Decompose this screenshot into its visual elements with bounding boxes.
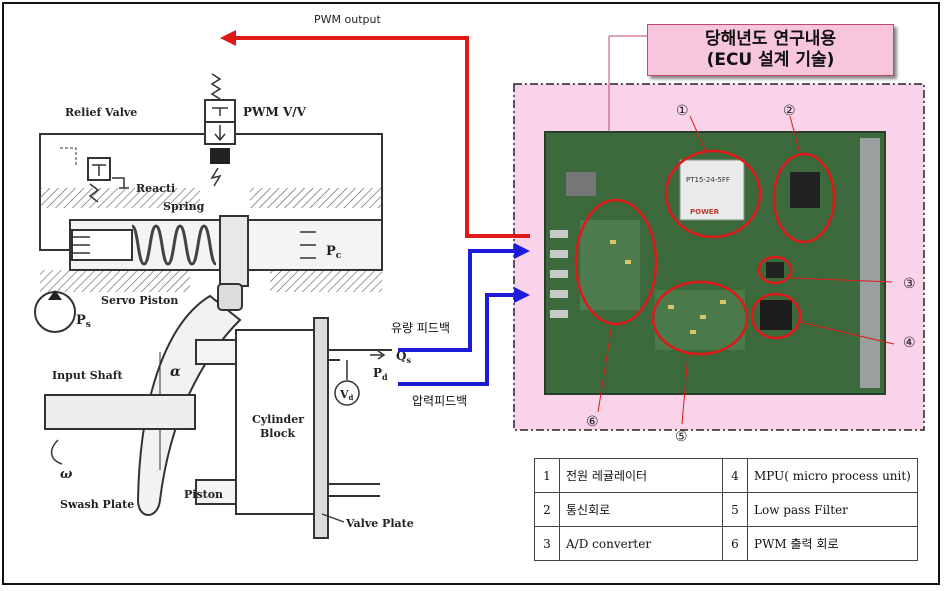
pcb-connector	[566, 172, 596, 196]
marker-leaders	[597, 115, 895, 425]
valve-plate-label: Valve Plate	[345, 517, 414, 530]
relief-valve-label: Relief Valve	[65, 106, 137, 119]
marker-label-4: ④	[903, 335, 916, 351]
legend-text: 통신회로	[559, 492, 723, 527]
flow-feedback-label: 유량 피드백	[391, 321, 450, 335]
piston-lower	[195, 479, 239, 505]
piston-upper	[195, 339, 239, 365]
research-title-line1: 당해년도 연구내용	[704, 29, 837, 49]
legend-num: 1	[534, 458, 560, 493]
input-shaft-label: Input Shaft	[52, 369, 124, 382]
housing-top	[40, 188, 200, 208]
servo-piston-head	[219, 215, 249, 287]
qs-label: Qs	[396, 349, 411, 365]
legend-text: MPU( micro process unit)	[747, 458, 918, 493]
flow-feedback-arrowhead	[514, 243, 530, 259]
marker-label-6: ⑥	[586, 414, 599, 430]
legend-num: 5	[722, 492, 748, 527]
pwm-output-arrow	[236, 36, 530, 238]
mpu-chip	[760, 300, 792, 330]
swash-plate-shape	[136, 294, 242, 516]
pressure-feedback-arrow	[398, 293, 514, 386]
pc-label: Pc	[326, 244, 342, 261]
power-module	[679, 159, 745, 221]
input-shaft	[44, 394, 196, 430]
vd-gauge-icon	[334, 380, 360, 406]
legend-text: PWM 출력 회로	[747, 526, 918, 561]
marker-ellipse-5	[651, 280, 749, 356]
pwm-output-label: PWM output	[314, 13, 381, 26]
pressure-feedback-arrowhead	[514, 287, 530, 303]
alpha-label: α	[170, 364, 181, 380]
omega-label: ω	[60, 467, 73, 482]
adc-chip	[766, 262, 784, 278]
legend-text: A/D converter	[559, 526, 723, 561]
piston-label: Piston	[184, 488, 223, 501]
valve-plate	[313, 317, 329, 539]
marker-label-3: ③	[903, 276, 916, 292]
ps-label: Ps	[76, 313, 91, 330]
research-title-line2: (ECU 설계 기술)	[706, 50, 835, 70]
ecu-board-photo: PT15-24-5FF POWER	[544, 131, 886, 395]
comm-chip	[790, 172, 820, 208]
component-legend-table: 1 전원 레귤레이터 4 MPU( micro process unit) 2 …	[534, 458, 918, 561]
legend-num: 4	[722, 458, 748, 493]
power-brand-text: POWER	[690, 208, 720, 216]
cylinder-block-label-1: Cylinder	[252, 413, 304, 426]
figure-frame	[2, 2, 940, 585]
legend-text: Low pass Filter	[747, 492, 918, 527]
legend-num: 3	[534, 526, 560, 561]
legend-text: 전원 레귤레이터	[559, 458, 723, 493]
pump-schematic: Relief Valve PWM V/V Reacti Spring Pc Se…	[34, 73, 414, 539]
pd-label: Pd	[373, 366, 388, 382]
swash-link	[217, 283, 243, 311]
housing-bottom	[40, 270, 190, 292]
pressure-feedback-label: 압력피드백	[412, 394, 467, 408]
marker-label-5: ⑤	[675, 429, 688, 445]
table-row: 1 전원 레귤레이터 4 MPU( micro process unit)	[534, 458, 918, 493]
power-module-text: PT15-24-5FF	[686, 176, 730, 184]
marker-ellipse-3	[757, 255, 793, 285]
marker-label-1: ①	[676, 103, 689, 119]
research-title-box: 당해년도 연구내용 (ECU 설계 기술)	[647, 24, 894, 76]
cylinder-block-label-2: Block	[260, 427, 296, 440]
pwm-area	[580, 220, 640, 310]
pwm-valve-label: PWM V/V	[243, 105, 307, 119]
swash-plate-label: Swash Plate	[60, 498, 134, 511]
housing-bottom-right	[270, 270, 382, 292]
legend-num: 6	[722, 526, 748, 561]
filter-area	[655, 290, 745, 350]
marker-ellipse-4	[750, 292, 802, 340]
marker-ellipse-6	[574, 198, 658, 326]
housing-top-right	[250, 188, 382, 208]
marker-ellipse-2	[772, 152, 836, 244]
pcb-bracket	[860, 138, 880, 388]
legend-num: 2	[534, 492, 560, 527]
vd-label: Vd	[339, 388, 354, 402]
marker-ellipse-1	[664, 149, 762, 239]
spring-coil	[130, 224, 218, 266]
marker-label-2: ②	[783, 103, 796, 119]
table-row: 3 A/D converter 6 PWM 출력 회로	[534, 526, 918, 561]
servo-piston-label: Servo Piston	[101, 294, 178, 307]
table-row: 2 통신회로 5 Low pass Filter	[534, 492, 918, 527]
flow-feedback-arrow	[398, 249, 514, 352]
pwm-valve	[204, 73, 236, 187]
pwm-output-arrowhead	[220, 30, 236, 46]
